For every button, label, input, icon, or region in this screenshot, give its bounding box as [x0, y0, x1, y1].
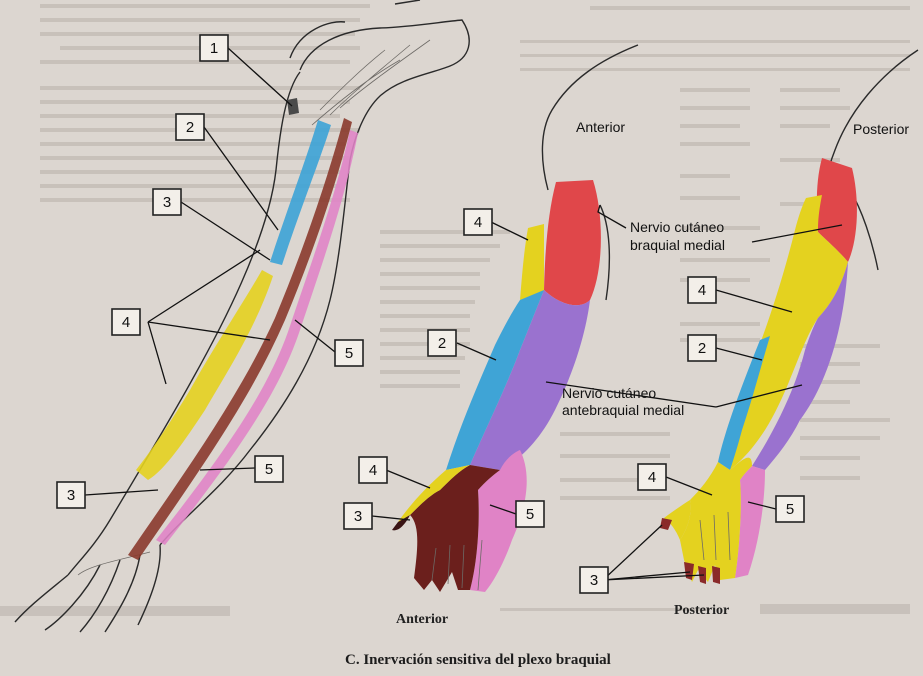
label-box-3-left-upper: 3 — [153, 189, 181, 215]
label-box-5-posterior: 5 — [776, 496, 804, 522]
view-label-posterior-bottom: Posterior — [674, 603, 729, 618]
number-2: 2 — [438, 335, 446, 352]
label-box-4-posterior-hand: 4 — [638, 464, 666, 490]
view-label-anterior-top: Anterior — [576, 119, 625, 135]
number-4: 4 — [648, 469, 656, 486]
number-4: 4 — [369, 462, 377, 479]
label-box-4-anterior-arm: 4 — [464, 209, 492, 235]
number-5: 5 — [786, 501, 794, 518]
label-box-2-posterior: 2 — [688, 335, 716, 361]
region-4-arm-anterior — [520, 224, 544, 300]
label-cutaneo-antebraquial-line2: antebraquial medial — [562, 402, 684, 418]
label-cutaneo-antebraquial-line1: Nervio cutáneo — [562, 385, 656, 401]
number-5: 5 — [265, 461, 273, 478]
number-2: 2 — [186, 119, 194, 136]
label-box-4-anterior-hand: 4 — [359, 457, 387, 483]
number-3: 3 — [67, 487, 75, 504]
label-box-5-anterior: 5 — [516, 501, 544, 527]
label-box-3-anterior: 3 — [344, 503, 372, 529]
region-3-thumb-tip-anterior — [392, 515, 410, 530]
number-3: 3 — [163, 194, 171, 211]
number-4: 4 — [698, 282, 706, 299]
number-4: 4 — [122, 314, 130, 331]
number-3: 3 — [590, 572, 598, 589]
label-box-3-left-lower: 3 — [57, 482, 85, 508]
label-box-2-anterior: 2 — [428, 330, 456, 356]
label-box-2-left: 2 — [176, 114, 204, 140]
number-1: 1 — [210, 40, 218, 57]
number-2: 2 — [698, 340, 706, 357]
number-5: 5 — [526, 506, 534, 523]
label-box-4-left: 4 — [112, 309, 140, 335]
number-5: 5 — [345, 345, 353, 362]
label-box-1-left: 1 — [200, 35, 228, 61]
figure-caption: C. Inervación sensitiva del plexo braqui… — [345, 652, 611, 668]
label-box-5-left-lower: 5 — [255, 456, 283, 482]
region-1-mark-left — [287, 98, 299, 115]
label-cutaneo-braquial-line2: braquial medial — [630, 237, 725, 253]
number-4: 4 — [474, 214, 482, 231]
view-label-anterior-bottom: Anterior — [396, 612, 448, 627]
label-box-3-posterior: 3 — [580, 567, 608, 593]
label-box-5-left-upper: 5 — [335, 340, 363, 366]
view-label-posterior-top: Posterior — [853, 121, 909, 137]
number-3: 3 — [354, 508, 362, 525]
cutaneo-braquial-medial-region-anterior — [544, 180, 601, 305]
label-cutaneo-braquial-line1: Nervio cutáneo — [630, 219, 724, 235]
label-box-4-posterior-arm: 4 — [688, 277, 716, 303]
